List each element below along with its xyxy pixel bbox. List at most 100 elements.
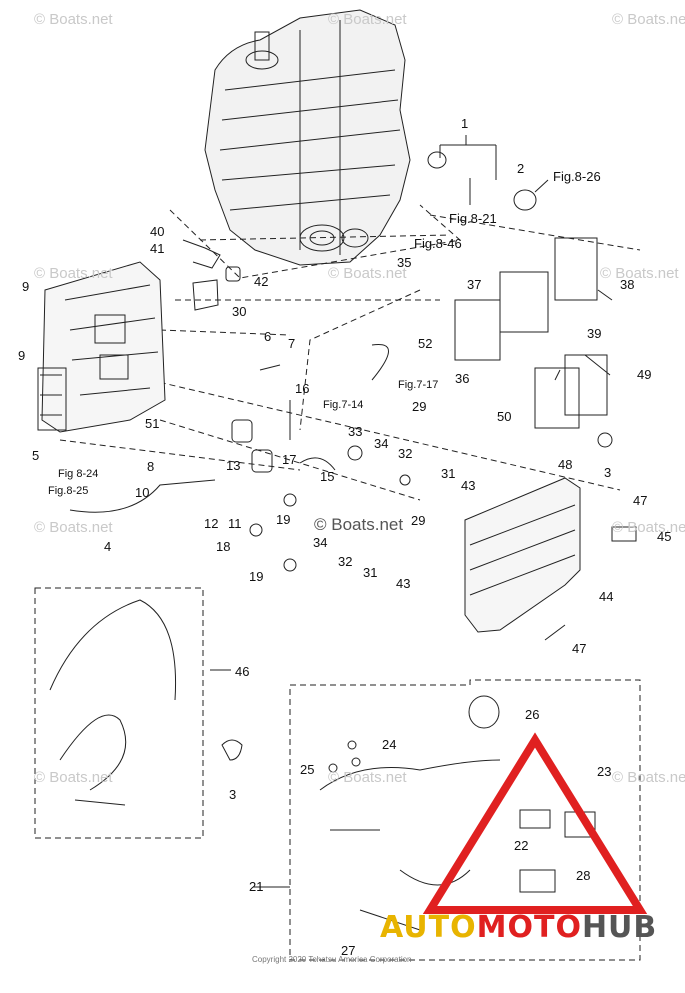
callout-2: 2 <box>517 161 525 176</box>
ref-fig-8-26: Fig.8-26 <box>553 169 601 184</box>
callout-17: 17 <box>282 452 297 467</box>
callout-46: 46 <box>235 664 250 679</box>
copyright: Copyright 2020 Tohatsu America Corporati… <box>252 955 412 964</box>
callout-25: 25 <box>300 762 315 777</box>
callout-31: 31 <box>441 466 456 481</box>
callout-49: 49 <box>637 367 652 382</box>
brand-part-2: MOTO <box>476 910 582 945</box>
ref-fig-8-24: Fig 8-24 <box>58 468 99 480</box>
callout-9: 9 <box>22 279 30 294</box>
part-19b <box>283 558 297 572</box>
cap-fig-8-26 <box>513 189 537 211</box>
cushion-42 <box>225 266 241 282</box>
watermark-center: © Boats.net <box>314 515 404 534</box>
ref-fig-7-14: Fig.7-14 <box>323 399 364 411</box>
ref-fig-8-25: Fig.8-25 <box>48 485 89 497</box>
ref-fig-7-17: Fig.7-17 <box>398 379 439 391</box>
callout-8: 8 <box>147 459 155 474</box>
watermark: © Boats.net <box>612 519 685 536</box>
callout-43: 43 <box>396 576 411 591</box>
callout-13: 13 <box>226 458 241 473</box>
brand-triangle <box>422 732 648 914</box>
part-32 <box>399 474 411 486</box>
callout-27: 27 <box>341 943 356 958</box>
brand-part-3: HUB <box>581 910 658 945</box>
bracket-38 <box>554 237 598 301</box>
part-33 <box>347 445 363 461</box>
watermark: © Boats.net <box>34 519 113 536</box>
callout-38: 38 <box>620 277 635 292</box>
callout-51: 51 <box>145 416 160 431</box>
part-17 <box>299 457 336 471</box>
callout-11: 11 <box>228 516 242 531</box>
harness-46 <box>49 599 177 806</box>
watermark: © Boats.net <box>328 769 407 786</box>
cable-52 <box>371 343 389 381</box>
callout-3: 3 <box>604 465 612 480</box>
callout-19: 19 <box>249 569 264 584</box>
callout-29: 29 <box>411 513 426 528</box>
callout-39: 39 <box>587 326 602 341</box>
part-26 <box>468 695 500 729</box>
callout-15: 15 <box>320 469 335 484</box>
nut-24a <box>347 740 357 750</box>
callout-10: 10 <box>135 485 150 500</box>
callout-34: 34 <box>374 436 389 451</box>
callout-1: 1 <box>461 116 469 131</box>
watermark: © Boats.net <box>612 11 685 28</box>
callout-28: 28 <box>576 868 591 883</box>
harness-21 <box>319 759 501 931</box>
cable-4 <box>69 479 216 513</box>
bracket-40 <box>182 239 221 269</box>
watermark: © Boats.net <box>34 11 113 28</box>
engine-block <box>204 9 411 266</box>
callout-43: 43 <box>461 478 476 493</box>
callout-35: 35 <box>397 255 412 270</box>
callout-24: 24 <box>382 737 397 752</box>
callout-7: 7 <box>288 336 296 351</box>
fuse-22 <box>519 809 551 829</box>
callout-42: 42 <box>254 274 269 289</box>
holder-37 <box>499 271 549 333</box>
coil-upper <box>231 419 253 443</box>
watermark: © Boats.net <box>328 265 407 282</box>
callout-32: 32 <box>398 446 413 461</box>
harness-46-box <box>34 587 204 839</box>
callout-34: 34 <box>313 535 328 550</box>
assembly-guides <box>59 204 641 501</box>
watermark: © Boats.net <box>34 769 113 786</box>
callout-18: 18 <box>216 539 231 554</box>
callout-44: 44 <box>599 589 614 604</box>
watermark: © Boats.net <box>328 11 407 28</box>
brand-logo: AUTOMOTOHUB <box>380 910 657 945</box>
electrical-bracket <box>37 261 166 433</box>
clamp-3 <box>221 739 243 761</box>
callout-12: 12 <box>204 516 219 531</box>
callout-50: 50 <box>497 409 512 424</box>
callout-23: 23 <box>597 764 612 779</box>
callout-33: 33 <box>348 424 363 439</box>
plate-30 <box>192 279 219 311</box>
watermark: © Boats.net <box>612 769 685 786</box>
callout-40: 40 <box>150 224 165 239</box>
brand-part-1: AUTO <box>380 910 477 945</box>
label-45 <box>611 526 637 542</box>
callout-36: 36 <box>455 371 470 386</box>
callout-16: 16 <box>295 381 310 396</box>
callout-19: 19 <box>276 512 291 527</box>
callout-6: 6 <box>264 329 272 344</box>
callout-26: 26 <box>525 707 540 722</box>
callout-47: 47 <box>633 493 648 508</box>
callout-41: 41 <box>150 241 165 256</box>
nut-24b <box>351 757 361 767</box>
grommet-3 <box>597 432 613 448</box>
callout-21: 21 <box>249 879 264 894</box>
ecu-48 <box>534 367 580 429</box>
part-19 <box>283 493 297 507</box>
callout-37: 37 <box>467 277 482 292</box>
gasket-49 <box>564 354 608 416</box>
coil-13 <box>251 449 273 473</box>
callout-5: 5 <box>32 448 40 463</box>
callout-31: 31 <box>363 565 378 580</box>
